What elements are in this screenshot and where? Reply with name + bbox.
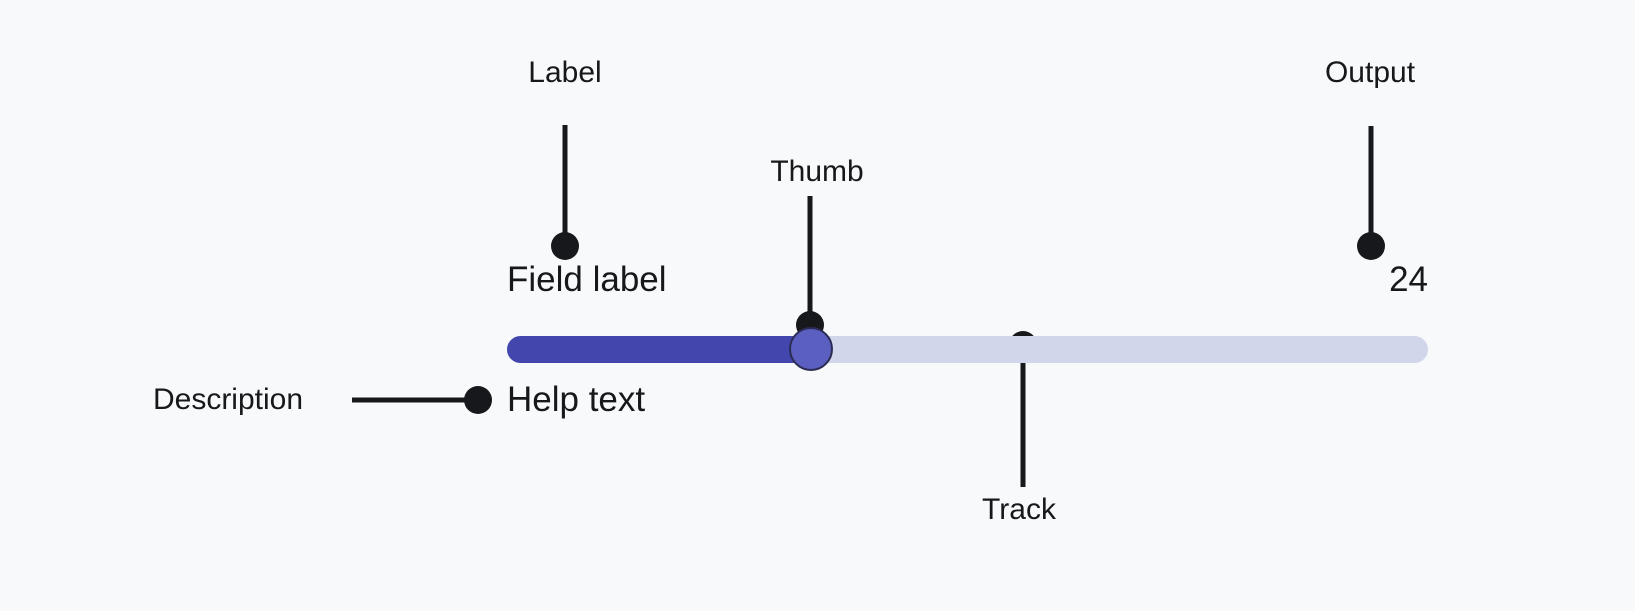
slider-control[interactable] <box>507 325 1428 371</box>
leader-dot-description <box>464 386 492 414</box>
slider-component: Field label 24 Help text <box>507 262 1428 422</box>
leader-dot-output <box>1357 232 1385 260</box>
annotation-label-description: Description <box>152 383 304 416</box>
annotation-label-thumb: Thumb <box>770 155 864 188</box>
annotation-label-track: Track <box>982 493 1056 526</box>
annotation-label-output: Output <box>1324 56 1416 89</box>
slider-thumb[interactable] <box>788 327 833 371</box>
leader-label <box>551 125 579 260</box>
slider-help-text: Help text <box>507 380 646 419</box>
slider-field-label: Field label <box>507 260 667 299</box>
leader-output <box>1357 126 1385 260</box>
slider-track-fill <box>507 336 811 363</box>
slider-track[interactable] <box>507 336 1428 363</box>
annotation-label-label: Label <box>528 56 602 89</box>
leader-dot-label <box>551 232 579 260</box>
slider-output-value: 24 <box>1389 260 1428 299</box>
leader-description <box>352 386 492 414</box>
